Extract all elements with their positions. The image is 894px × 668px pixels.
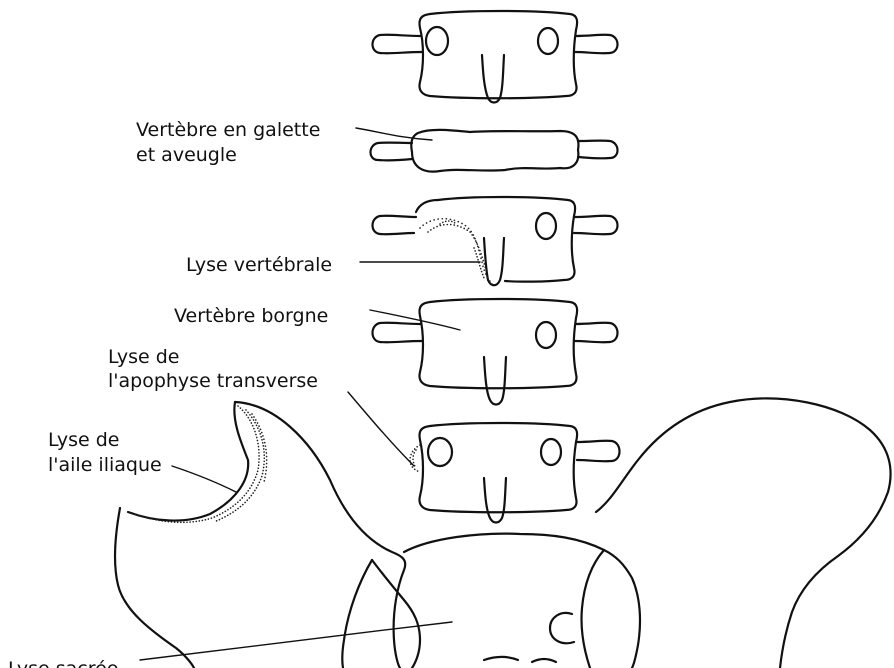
label-vertebre-borgne: Vertèbre borgne: [174, 305, 328, 327]
vertebra-flat-blind: [371, 130, 618, 172]
pelvis: [115, 398, 891, 668]
label-lyse-aile-line1: Lyse de: [48, 429, 119, 451]
label-lyse-vertebrale: Lyse vertébrale: [186, 254, 332, 276]
vertebra-one-eyed: [373, 299, 618, 405]
label-lyse-aile-line2: l'aile iliaque: [48, 454, 162, 476]
label-galette-line2: et aveugle: [136, 144, 237, 166]
label-lyse-apophyse-line1: Lyse de: [108, 346, 179, 368]
vertebra-bottom: [410, 423, 620, 523]
vertebra-normal-top: [373, 11, 618, 103]
leader-lines: [140, 128, 480, 660]
label-galette-line1: Vertèbre en galette: [136, 119, 320, 141]
vertebra-lysis: [373, 197, 618, 286]
label-lyse-sacree: Lyse sacrée: [8, 658, 118, 668]
label-lyse-apophyse-line2: l'apophyse transverse: [108, 370, 318, 392]
